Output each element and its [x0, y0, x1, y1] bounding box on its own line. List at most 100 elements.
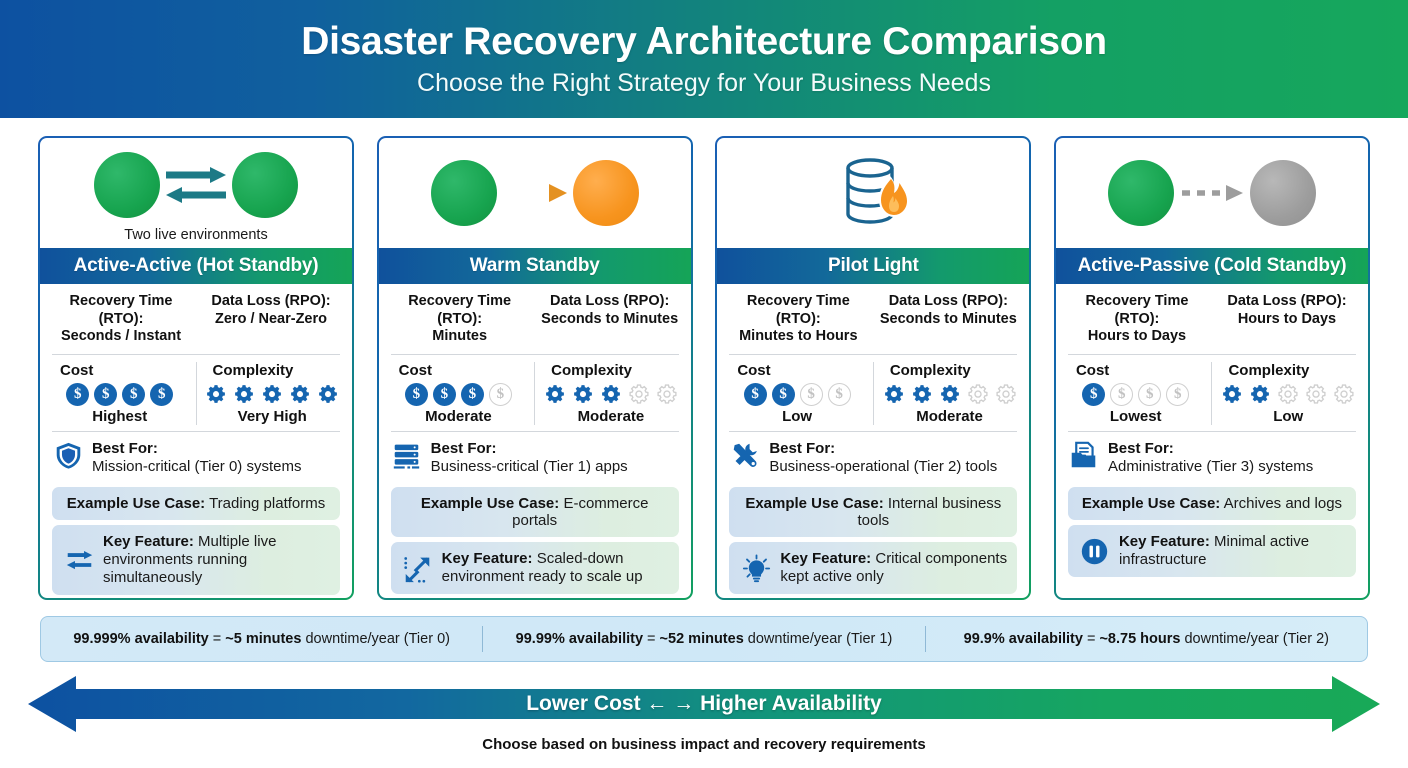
- availability-downtime: ~8.75 hours: [1099, 631, 1181, 647]
- cost-icons: $$$$: [721, 383, 873, 407]
- shield-icon: [53, 440, 83, 470]
- key-feature-pill: Key Feature: Multiple live environments …: [52, 525, 340, 596]
- rto-value: Minutes to Hours: [739, 328, 858, 345]
- rpo-label: Data Loss (RPO):: [211, 293, 331, 309]
- cost-caption: Low: [782, 408, 813, 426]
- right-arrow-icon: [504, 184, 567, 202]
- availability-eq: =: [1086, 631, 1100, 647]
- rpo-label: Data Loss (RPO):: [888, 293, 1008, 309]
- complexity-icons: [874, 383, 1026, 406]
- complexity-gear-icon: [994, 383, 1017, 406]
- cost-dollar-icon: $: [66, 383, 90, 407]
- rto-label: Recovery Time (RTO):: [69, 293, 173, 327]
- complexity-icons: [197, 383, 349, 406]
- cost-label: Cost: [398, 362, 432, 380]
- best-for-label: Best For:: [92, 440, 158, 458]
- best-for-value: Business-critical (Tier 1) apps: [430, 458, 628, 476]
- complexity-rating: Complexity Moderate: [535, 362, 687, 425]
- availability-item-tier2: 99.9% availability = ~8.75 hours downtim…: [926, 631, 1367, 647]
- use-case-pill: Example Use Case: Trading platforms: [52, 487, 340, 521]
- strategy-card-warm-standby[interactable]: Warm Standby Recovery Time (RTO): Minute…: [377, 136, 693, 600]
- complexity-icons: [1212, 383, 1364, 406]
- strategy-card-active-passive[interactable]: Active-Passive (Cold Standby) Recovery T…: [1054, 136, 1370, 600]
- use-case-label: Example Use Case:: [1081, 495, 1221, 513]
- card-visual: [379, 138, 691, 248]
- strategy-card-active-active[interactable]: Two live environments Active-Active (Hot…: [38, 136, 354, 600]
- use-case-label: Example Use Case:: [420, 495, 560, 513]
- environment-circle-passive: [1249, 160, 1316, 226]
- use-case-pill: Example Use Case: Internal business tool…: [729, 487, 1018, 538]
- card-title: Pilot Light: [717, 248, 1030, 284]
- complexity-gear-icon: [205, 383, 228, 406]
- complexity-gear-icon: [261, 383, 284, 406]
- cost-dollar-icon: $: [799, 383, 823, 407]
- complexity-icons: [535, 383, 687, 406]
- card-title: Warm Standby: [378, 248, 691, 284]
- key-feature-value: Minimal active infrastructure: [1118, 533, 1310, 569]
- green-to-orange-diagram: [430, 155, 639, 231]
- archive-folder-icon: [1069, 440, 1099, 470]
- complexity-label: Complexity: [551, 362, 633, 380]
- strategy-card-pilot-light[interactable]: Pilot Light Recovery Time (RTO): Minutes…: [715, 136, 1031, 600]
- best-for-row: Best For: Mission-critical (Tier 0) syst…: [40, 432, 352, 482]
- cost-caption: Moderate: [425, 408, 492, 426]
- complexity-label: Complexity: [1228, 362, 1310, 380]
- rto-metric: Recovery Time (RTO): Hours to Days: [1062, 293, 1212, 346]
- complexity-gear-icon: [1333, 383, 1356, 406]
- complexity-gear-icon: [599, 383, 622, 406]
- divider: [52, 354, 340, 356]
- divider: [390, 431, 679, 433]
- cost-dollar-icon: $: [460, 383, 484, 407]
- divider: [924, 626, 926, 652]
- rto-metric: Recovery Time (RTO): Seconds / Instant: [46, 293, 196, 346]
- rpo-metric: Data Loss (RPO): Seconds to Minutes: [873, 293, 1023, 346]
- cost-rating: Cost $$$$ Highest: [44, 362, 197, 426]
- complexity-gear-icon: [1221, 383, 1244, 406]
- rto-value: Seconds / Instant: [60, 328, 182, 345]
- complexity-gear-icon: [938, 383, 961, 406]
- cost-availability-spectrum-arrow: [28, 676, 1380, 732]
- best-for-label: Best For:: [1107, 440, 1174, 458]
- server-rack-icon: [392, 440, 422, 470]
- complexity-gear-icon: [627, 383, 650, 406]
- card-metrics: Recovery Time (RTO): Minutes to Hours Da…: [717, 284, 1029, 354]
- use-case-value: E-commerce portals: [512, 495, 649, 530]
- availability-pct: 99.9% availability: [963, 631, 1083, 647]
- card-visual: [717, 138, 1029, 248]
- best-for-row: Best For: Business-operational (Tier 2) …: [717, 432, 1029, 482]
- complexity-caption: Moderate: [916, 408, 983, 426]
- complexity-rating: Complexity Very High: [197, 362, 349, 425]
- best-for-text: Best For: Administrative (Tier 3) system…: [1108, 440, 1313, 476]
- key-feature-pill: Key Feature: Minimal active infrastructu…: [1067, 525, 1356, 578]
- card-ratings: Cost $$$$ Low Complexity Moderate: [717, 355, 1029, 431]
- key-feature-label: Key Feature:: [780, 550, 872, 568]
- complexity-gear-icon: [966, 383, 989, 406]
- key-feature-text: Key Feature: Critical components kept ac…: [780, 550, 1007, 586]
- environment-circle-secondary: [232, 152, 298, 218]
- availability-downtime: ~52 minutes: [659, 631, 744, 647]
- cost-dollar-icon: $: [488, 383, 512, 407]
- best-for-row: Best For: Business-critical (Tier 1) app…: [379, 432, 691, 482]
- key-feature-value: Multiple live environments running simul…: [103, 533, 277, 587]
- availability-downtime: ~5 minutes: [225, 631, 302, 647]
- card-metrics: Recovery Time (RTO): Seconds / Instant D…: [40, 284, 352, 354]
- availability-rest: downtime/year (Tier 1): [743, 631, 893, 647]
- cost-dollar-icon: $: [743, 383, 767, 407]
- complexity-gear-icon: [289, 383, 312, 406]
- cost-rating: Cost $$$$ Lowest: [1060, 362, 1213, 426]
- availability-rest: downtime/year (Tier 2): [1180, 631, 1329, 647]
- key-feature-label: Key Feature:: [103, 533, 194, 551]
- rpo-value: Seconds to Minutes: [541, 310, 679, 327]
- page-title: Disaster Recovery Architecture Compariso…: [301, 19, 1107, 63]
- best-for-value: Mission-critical (Tier 0) systems: [92, 458, 302, 476]
- rto-value: Minutes: [432, 328, 488, 345]
- cost-dollar-icon: $: [404, 383, 428, 407]
- availability-summary-bar: 99.999% availability = ~5 minutes downti…: [40, 616, 1368, 662]
- rto-label: Recovery Time (RTO):: [408, 293, 512, 327]
- pause-circle-icon: [1080, 536, 1110, 566]
- cost-caption: Lowest: [1109, 408, 1162, 426]
- availability-item-tier0: 99.999% availability = ~5 minutes downti…: [41, 631, 482, 647]
- cost-icons: $$$$: [1060, 383, 1212, 407]
- best-for-label: Best For:: [430, 440, 497, 458]
- environment-circle-primary: [430, 160, 497, 226]
